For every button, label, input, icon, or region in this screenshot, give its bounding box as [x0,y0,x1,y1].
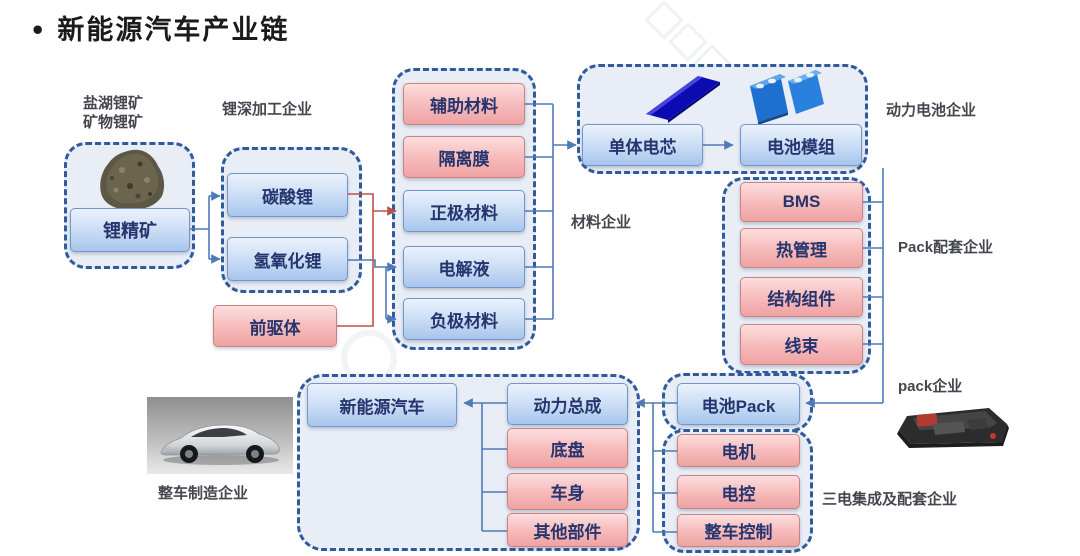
label-vehicle-manufacturers: 整车制造企业 [158,485,249,502]
node-nev: 新能源汽车 [307,383,457,427]
node-precursor: 前驱体 [213,305,337,347]
label-pack-suppliers: Pack配套企业 [898,239,994,256]
node-thermal-management: 热管理 [740,228,863,268]
node-lithium-concentrate: 锂精矿 [70,208,190,252]
node-powertrain: 动力总成 [507,383,628,425]
lithium-ore-photo [100,149,165,210]
node-wiring-harness: 线束 [740,324,863,365]
node-battery-module: 电池模组 [740,124,862,166]
car-photo [147,397,293,474]
label-material-companies: 材料企业 [571,214,632,231]
node-separator: 隔离膜 [403,136,525,178]
node-motor-control: 电控 [677,475,800,509]
node-bms: BMS [740,182,863,222]
node-auxiliary-materials: 辅助材料 [403,83,525,125]
battery-cell-photo [646,76,720,123]
node-electrolyte: 电解液 [403,246,525,288]
battery-module-photo [750,70,824,125]
label-ore-types: 盐湖锂矿 矿物锂矿 [83,94,143,132]
node-battery-cell: 单体电芯 [582,124,703,166]
node-battery-pack: 电池Pack [677,383,800,425]
node-structural-components: 结构组件 [740,277,863,317]
node-cathode-material: 正极材料 [403,190,525,232]
node-other-parts: 其他部件 [507,513,628,547]
title-text: 新能源汽车产业链 [57,15,290,46]
label-battery-companies: 动力电池企业 [886,102,977,119]
node-lithium-hydroxide: 氢氧化锂 [227,237,348,281]
label-ore-line1: 盐湖锂矿 [83,95,144,112]
node-car-body: 车身 [507,473,628,510]
node-lithium-carbonate: 碳酸锂 [227,173,348,217]
title-bullet: • [30,16,48,45]
page-title: • 新能源汽车产业链 [30,8,289,47]
label-ore-line2: 矿物锂矿 [83,114,144,131]
label-three-electric: 三电集成及配套企业 [822,491,958,508]
node-motor: 电机 [677,434,800,467]
label-pack-companies: pack企业 [898,378,963,395]
node-chassis: 底盘 [507,428,628,468]
label-lithium-processing: 锂深加工企业 [222,101,313,118]
battery-pack-photo [897,408,1009,448]
node-vehicle-control: 整车控制 [677,514,800,547]
node-anode-material: 负极材料 [403,298,525,340]
